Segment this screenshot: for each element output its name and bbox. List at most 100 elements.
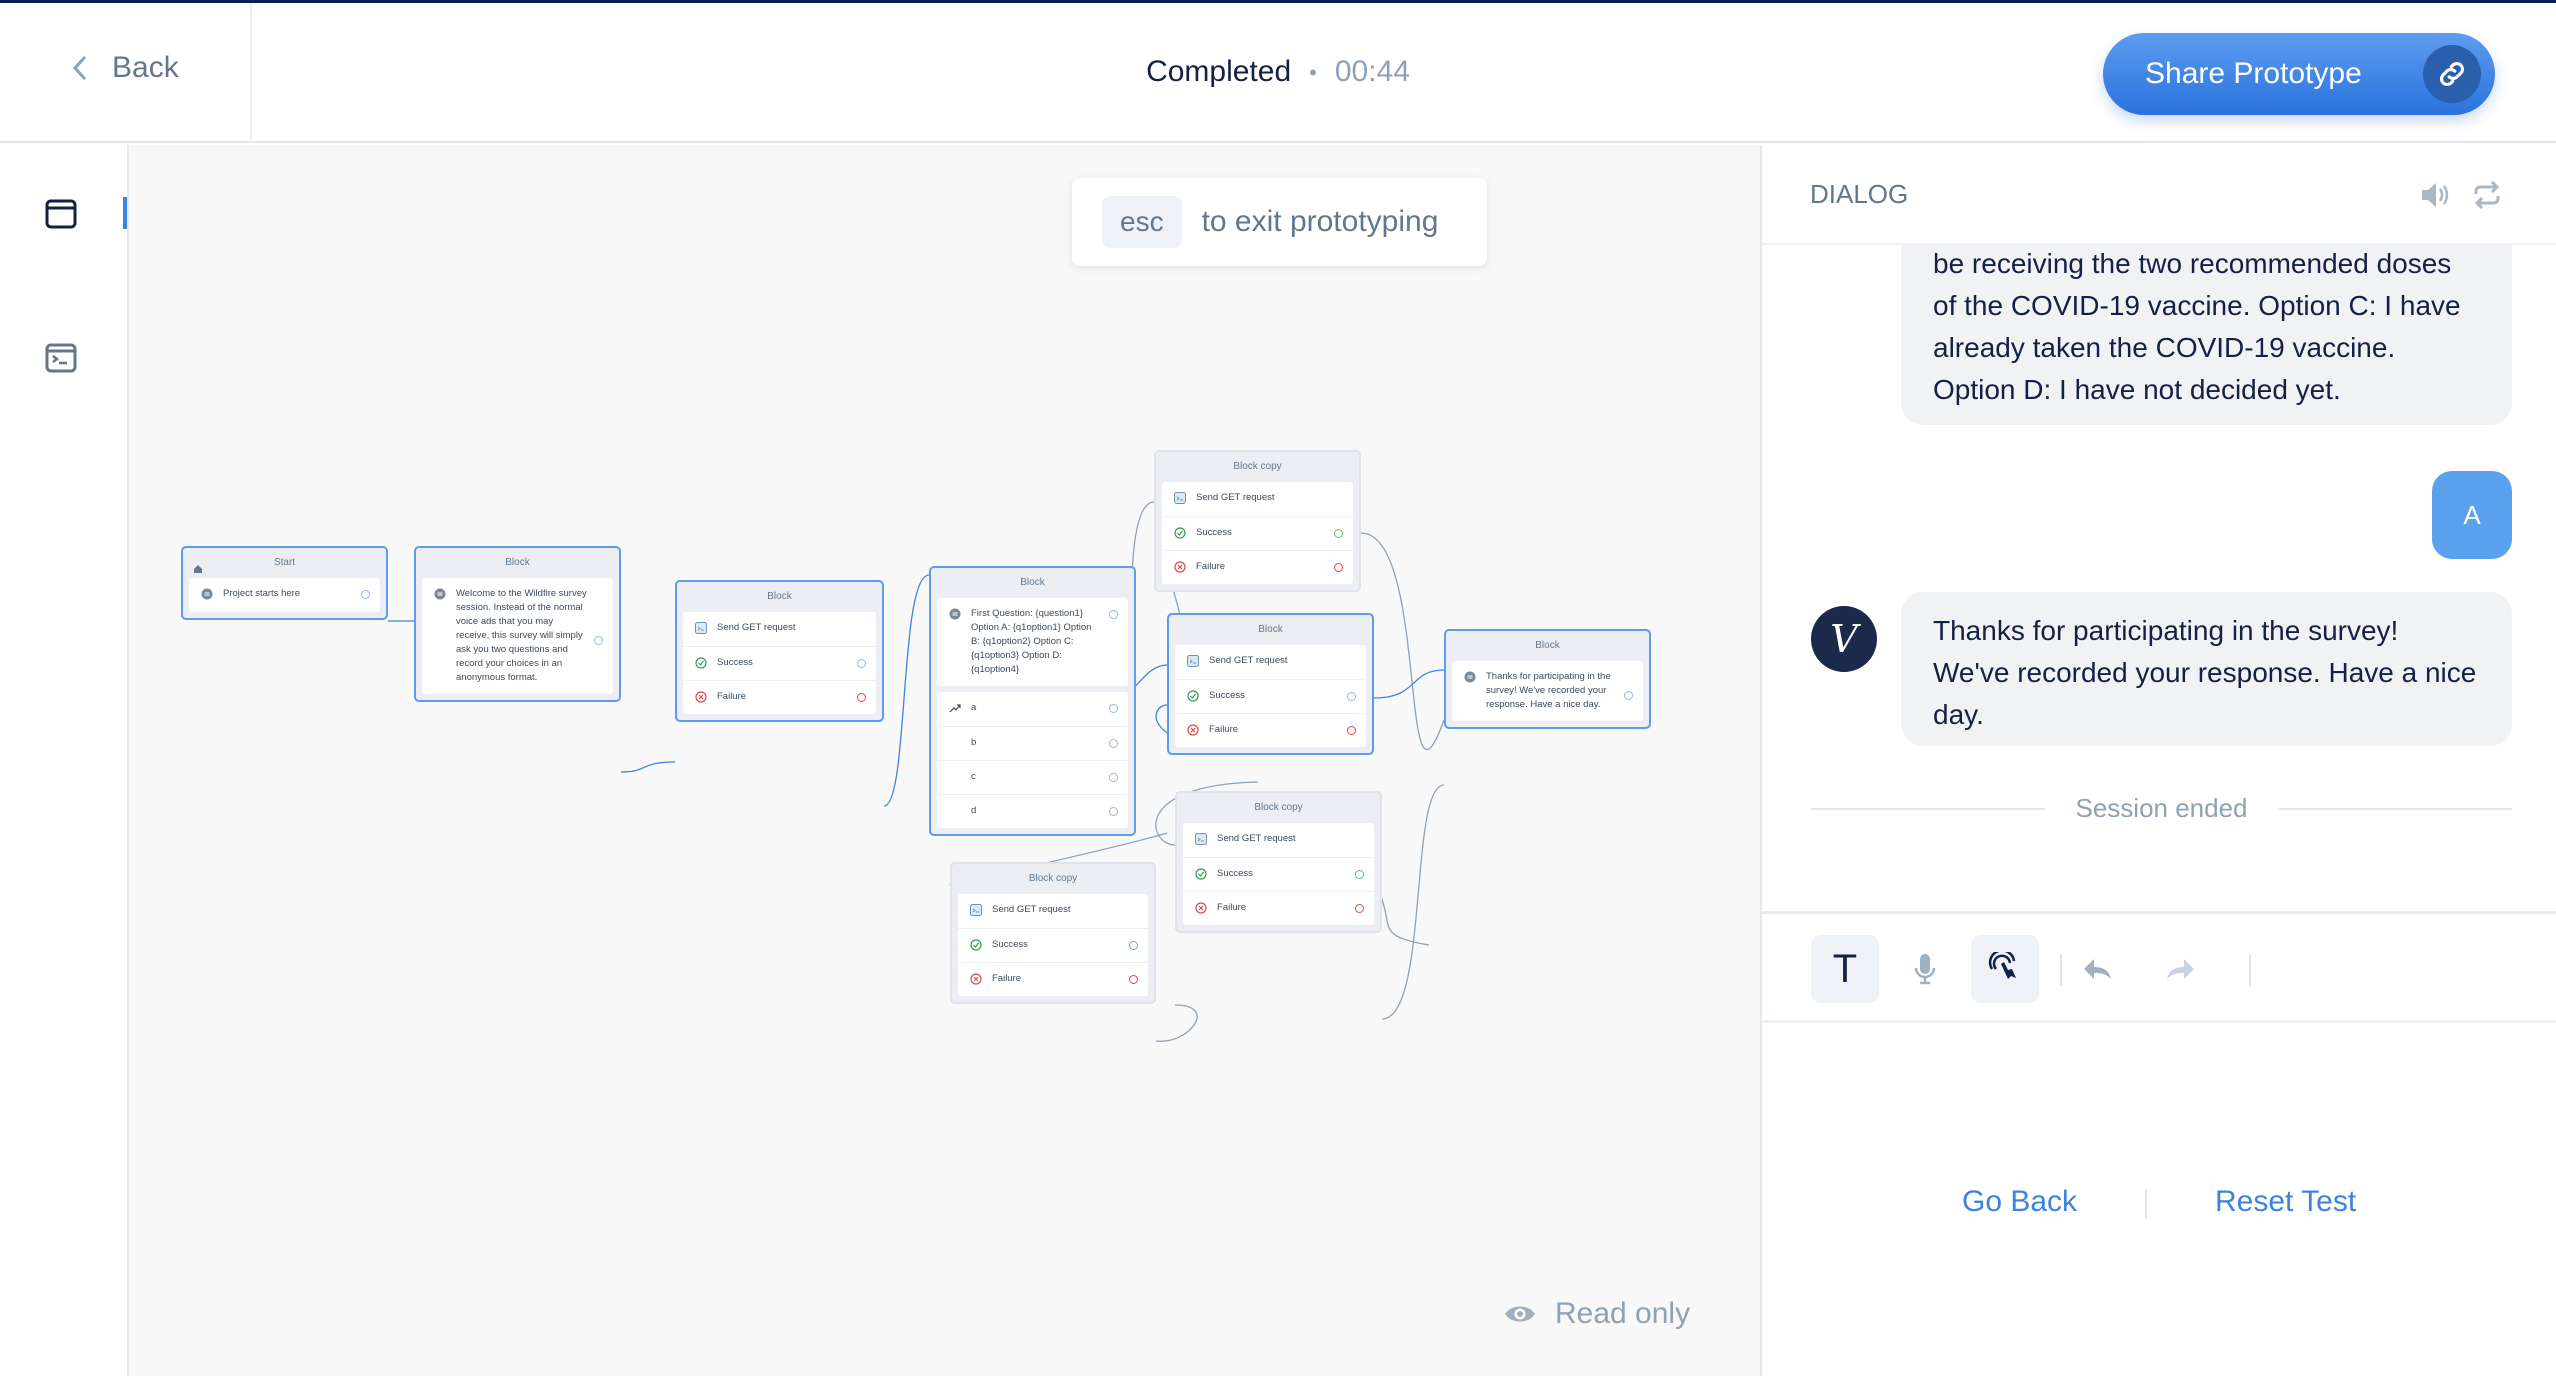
- output-port[interactable]: [1355, 904, 1364, 913]
- left-sidebar: [0, 145, 129, 1376]
- block-title: Block: [505, 557, 530, 568]
- block-title: Block copy: [1233, 461, 1282, 472]
- connection-line: [1155, 781, 1259, 846]
- output-port[interactable]: [857, 693, 866, 702]
- output-port[interactable]: [1334, 563, 1343, 572]
- step-label: Project starts here: [223, 588, 301, 599]
- block-step-choice[interactable]: a: [937, 692, 1128, 726]
- block-step-plain[interactable]: b: [937, 726, 1128, 760]
- share-label: Share Prototype: [2145, 57, 2362, 90]
- footer-divider: [2145, 1189, 2147, 1219]
- esc-key[interactable]: esc: [1102, 196, 1182, 248]
- block-step-speak[interactable]: First Question: {question1} Option A: {q…: [937, 598, 1128, 686]
- block-step-success[interactable]: Success: [1175, 679, 1366, 713]
- output-port[interactable]: [1129, 941, 1138, 950]
- link-icon: [2423, 45, 2481, 103]
- header: Back Completed•00:44 Share Prototype: [0, 3, 2556, 143]
- block-step-api[interactable]: Send GET request: [958, 894, 1148, 928]
- block-step-plain[interactable]: d: [937, 794, 1128, 828]
- step-label: Success: [717, 657, 753, 668]
- step-label: c: [971, 771, 976, 782]
- output-port[interactable]: [857, 659, 866, 668]
- volume-icon[interactable]: [2418, 178, 2452, 212]
- step-label: Success: [992, 939, 1028, 950]
- block-step-success[interactable]: Success: [1162, 516, 1353, 550]
- output-port[interactable]: [1109, 807, 1118, 816]
- restart-icon[interactable]: [2470, 178, 2504, 212]
- output-port[interactable]: [1109, 773, 1118, 782]
- block-step-speak[interactable]: Welcome to the Wildfire survey session. …: [422, 578, 613, 694]
- session-ended-divider: Session ended: [1811, 793, 2512, 824]
- go-back-button[interactable]: Go Back: [1962, 1185, 2078, 1218]
- block-step-api[interactable]: Send GET request: [683, 612, 876, 646]
- block-step-failure[interactable]: Failure: [683, 680, 876, 714]
- output-port[interactable]: [1129, 975, 1138, 984]
- output-port[interactable]: [1109, 739, 1118, 748]
- block-step-success[interactable]: Success: [1183, 857, 1374, 891]
- block-step-failure[interactable]: Failure: [958, 962, 1148, 996]
- bot-avatar: V: [1811, 606, 1877, 672]
- code-terminal-icon[interactable]: [44, 341, 78, 375]
- touch-mode-button[interactable]: [1971, 935, 2039, 1003]
- text-mode-button[interactable]: T: [1811, 935, 1879, 1003]
- block-step-failure[interactable]: Failure: [1162, 550, 1353, 584]
- step-label: Send GET request: [717, 622, 796, 633]
- undo-button[interactable]: [2065, 935, 2133, 1003]
- block-step-api[interactable]: Send GET request: [1175, 645, 1366, 679]
- eye-icon: [1505, 1306, 1535, 1322]
- output-port[interactable]: [594, 636, 603, 645]
- speak-icon: [949, 608, 961, 620]
- connection-line: [1373, 669, 1445, 699]
- undo-icon: [2084, 959, 2111, 979]
- voice-mode-button[interactable]: [1891, 935, 1959, 1003]
- share-prototype-button[interactable]: Share Prototype: [2103, 33, 2495, 115]
- block-step-api[interactable]: Send GET request: [1183, 823, 1374, 857]
- output-port[interactable]: [361, 590, 370, 599]
- status-separator: •: [1309, 60, 1317, 86]
- block-step-failure[interactable]: Failure: [1175, 713, 1366, 747]
- bot-message: be receiving the two recommended doses o…: [1901, 245, 2512, 425]
- block-step-success[interactable]: Success: [683, 646, 876, 680]
- success-check-icon: [1195, 868, 1207, 880]
- speak-icon: [201, 588, 213, 600]
- home-icon: [193, 557, 203, 573]
- block-step-success[interactable]: Success: [958, 928, 1148, 962]
- output-port[interactable]: [1624, 691, 1633, 700]
- output-port[interactable]: [1109, 610, 1118, 619]
- block-step-speak[interactable]: Project starts here: [189, 578, 380, 612]
- redo-button[interactable]: [2145, 935, 2213, 1003]
- block-step-plain[interactable]: c: [937, 760, 1128, 794]
- output-port[interactable]: [1347, 726, 1356, 735]
- block-step-api[interactable]: Send GET request: [1162, 482, 1353, 516]
- output-port[interactable]: [1347, 692, 1356, 701]
- output-port[interactable]: [1355, 870, 1364, 879]
- failure-x-icon: [970, 973, 982, 985]
- step-label: Thanks for participating in the survey! …: [1486, 671, 1611, 710]
- output-port[interactable]: [1109, 704, 1118, 713]
- connection-line: [1360, 532, 1445, 751]
- output-port[interactable]: [1334, 529, 1343, 538]
- back-button[interactable]: Back: [70, 51, 179, 85]
- dialog-messages: be receiving the two recommended doses o…: [1762, 245, 2556, 911]
- block-title: Block copy: [1028, 873, 1078, 884]
- block-step-speak[interactable]: Thanks for participating in the survey! …: [1452, 661, 1643, 721]
- step-label: Failure: [1196, 561, 1226, 572]
- session-ended-label: Session ended: [2075, 793, 2248, 823]
- reset-test-button[interactable]: Reset Test: [2215, 1185, 2357, 1218]
- block-step-failure[interactable]: Failure: [1183, 891, 1374, 925]
- block-title: Block: [1258, 624, 1283, 635]
- failure-x-icon: [695, 691, 707, 703]
- connection-line: [1373, 882, 1430, 946]
- block-title: Block: [767, 591, 792, 602]
- canvas-icon[interactable]: [44, 197, 78, 231]
